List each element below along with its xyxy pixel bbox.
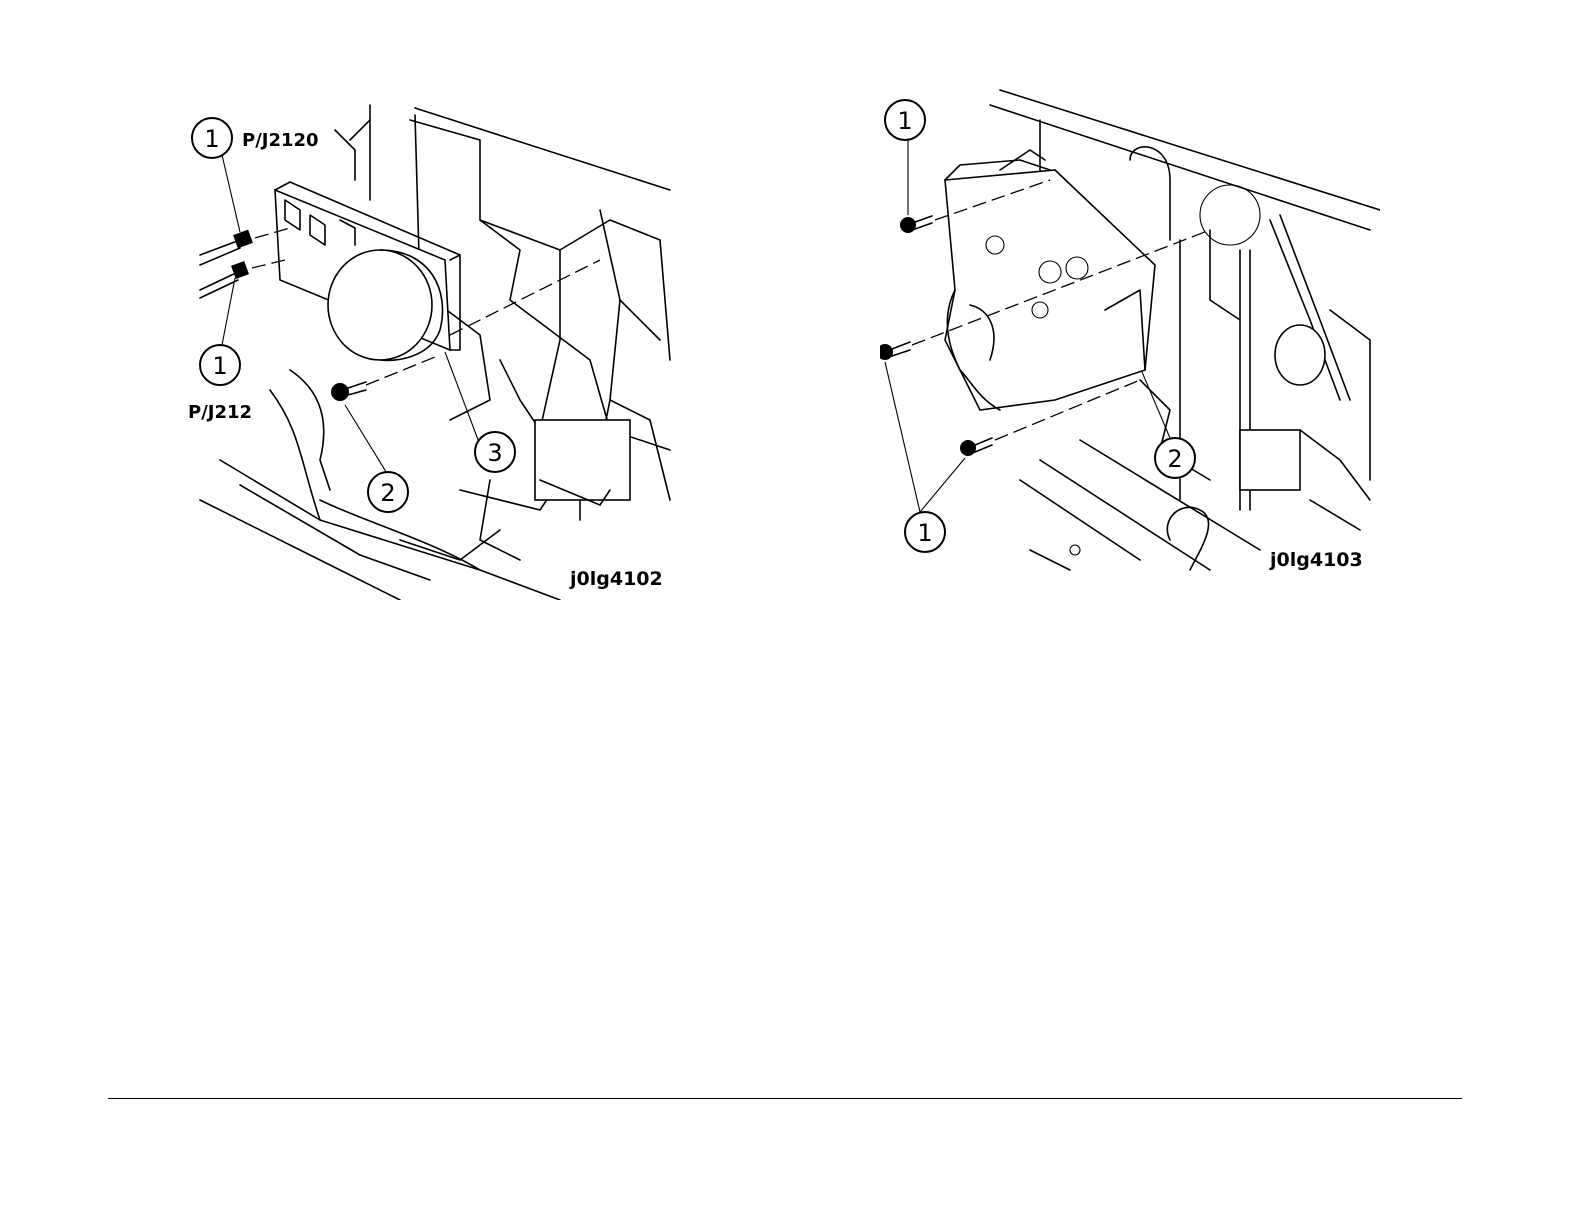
callout-2: 2: [368, 472, 408, 512]
svg-text:1: 1: [212, 352, 227, 380]
svg-text:2: 2: [1167, 445, 1182, 473]
side-plate: [945, 150, 1155, 410]
figure-id: j0lg4102: [569, 568, 663, 590]
figure-right-illustration: 1 1 2 j0lg4103: [880, 80, 1380, 580]
svg-text:2: 2: [380, 479, 395, 507]
motor-assembly: [275, 182, 460, 360]
callout-1-bottom: 1: [905, 512, 945, 552]
svg-text:3: 3: [487, 439, 502, 467]
callout-1-top: 1: [885, 100, 925, 140]
connector-label-pj212: P/J212: [188, 402, 252, 423]
figure-id: j0lg4103: [1269, 549, 1363, 571]
callout-1-bottom: 1: [200, 345, 240, 385]
svg-text:1: 1: [897, 107, 912, 135]
callout-2: 2: [1155, 438, 1195, 478]
figure-left-illustration: 1 1 2 3 P/J2120 P/J212 j0lg4102: [180, 100, 680, 600]
svg-text:1: 1: [204, 125, 219, 153]
screw-icon: [331, 355, 440, 401]
callout-3: 3: [475, 432, 515, 472]
svg-text:1: 1: [917, 519, 932, 547]
lower-chassis: [1020, 440, 1260, 570]
footer-rule: [108, 1098, 1462, 1099]
callout-1-top: 1: [192, 118, 232, 158]
connector-label-pj2120: P/J2120: [242, 130, 319, 151]
chassis-lower: [200, 370, 630, 600]
